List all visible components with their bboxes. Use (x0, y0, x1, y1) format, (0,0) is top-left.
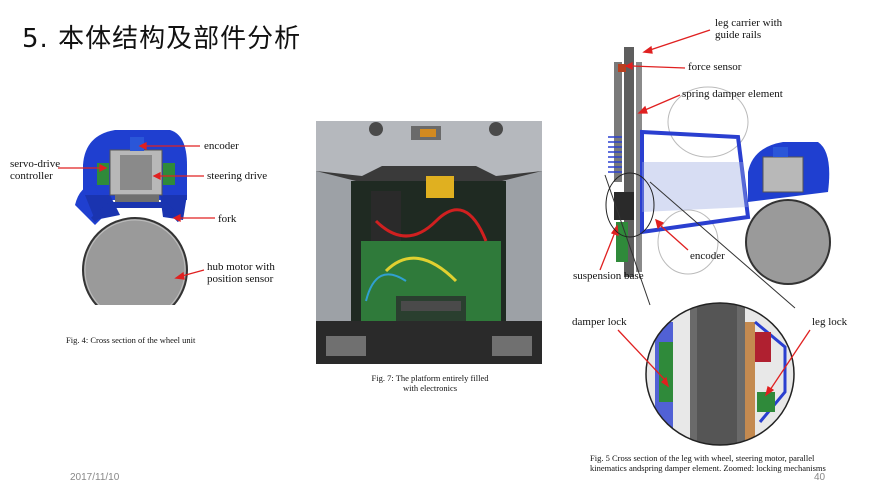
zoom-detail (645, 302, 795, 447)
label-spring-damper: spring damper element (682, 88, 783, 100)
platform-photo (316, 121, 542, 364)
page-number: 40 (814, 472, 826, 483)
leg-drawing (608, 47, 831, 285)
label-leg-carrier: leg carrier with guide rails (715, 17, 783, 41)
label-suspension-base: suspension base (573, 270, 644, 282)
slide-title: 5. 本体结构及部件分析 (22, 24, 302, 54)
label-steering-drive: steering drive (207, 170, 268, 182)
label-fork: fork (218, 213, 237, 225)
label-encoder-leg: encoder (690, 250, 725, 262)
label-servo-drive: servo-drive controller (10, 158, 61, 182)
caption-fig7: Fig. 7: The platform entirely filled wit… (371, 373, 489, 393)
label-hub-motor: hub motor with position sensor (207, 261, 275, 285)
leg-figure (598, 42, 838, 292)
caption-fig4: Fig. 4: Cross section of the wheel unit (66, 335, 196, 345)
footer-date: 2017/11/10 (70, 472, 120, 483)
label-damper-lock: damper lock (572, 316, 627, 328)
wheel-unit-drawing (75, 130, 188, 305)
label-encoder-wheel: encoder (204, 140, 239, 152)
platform-photo-drawing (316, 121, 542, 364)
label-force-sensor: force sensor (688, 61, 742, 73)
label-leg-lock: leg lock (812, 316, 848, 328)
zoom-detail-drawing (645, 302, 795, 446)
wheel-unit-figure (75, 125, 200, 305)
caption-fig5: Fig. 5 Cross section of the leg with whe… (590, 453, 826, 473)
